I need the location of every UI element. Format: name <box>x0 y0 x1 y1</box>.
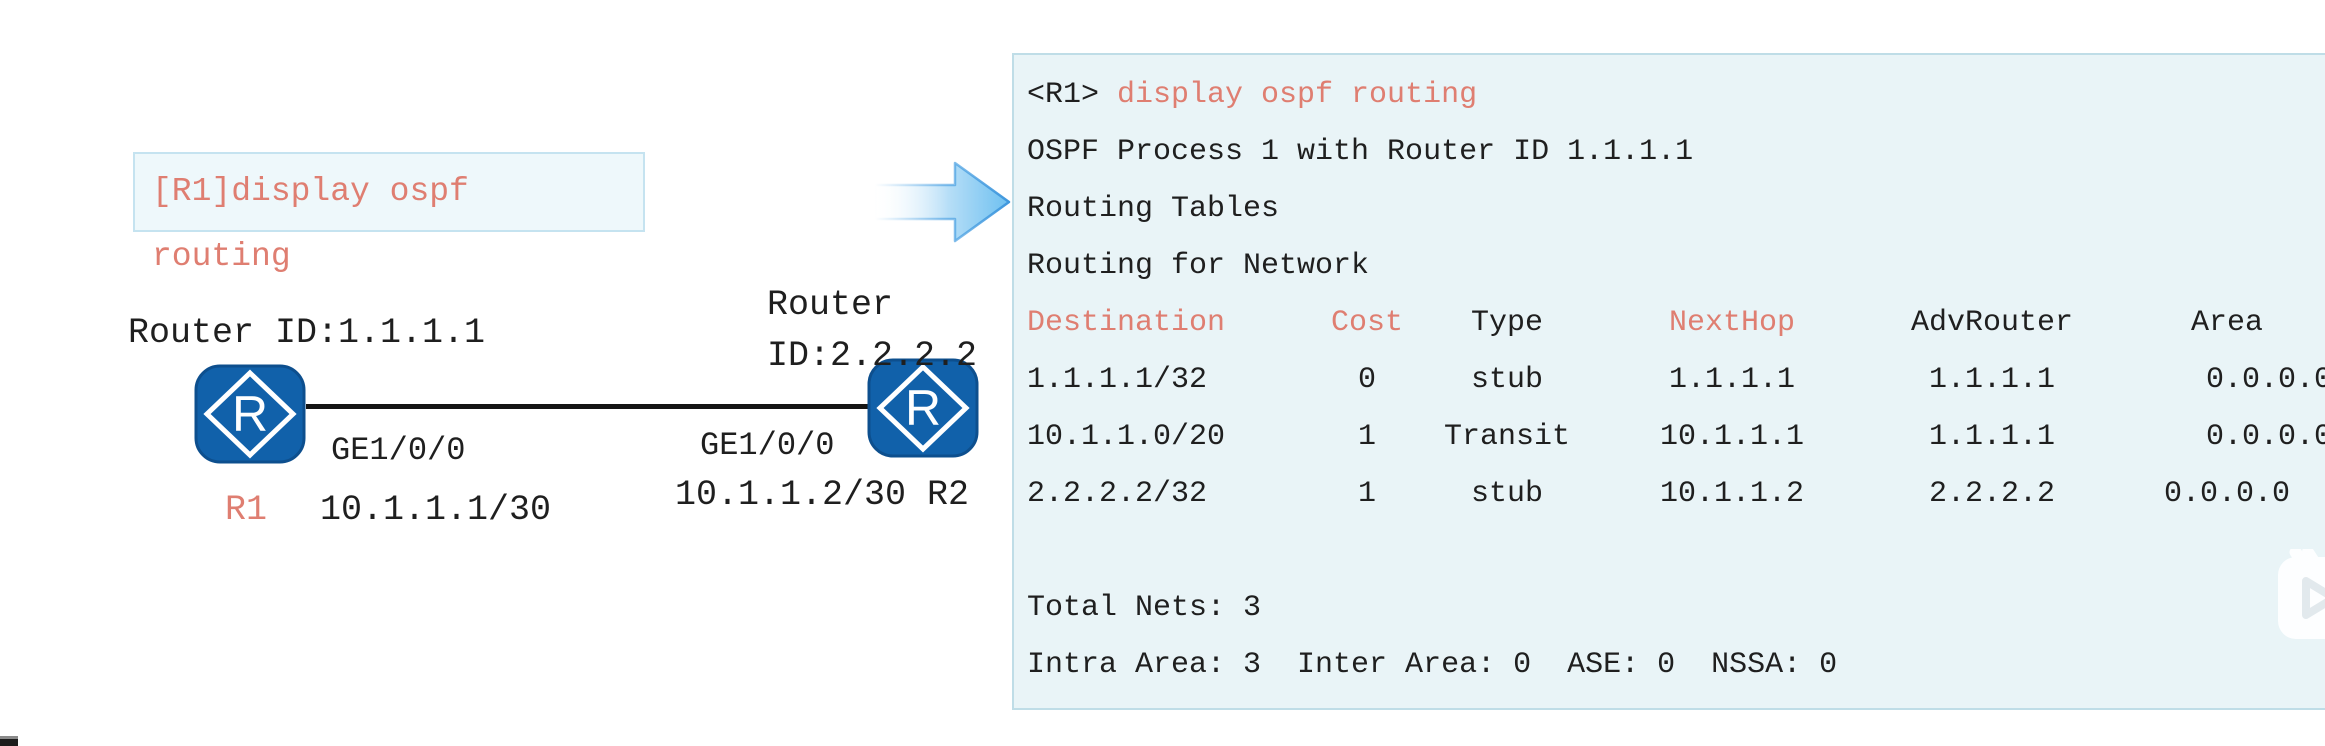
row2-destination: 10.1.1.0/20 <box>1027 420 1226 454</box>
routing-table-row: 2.2.2.2/32 1 stub 10.1.1.2 2.2.2.2 0.0.0… <box>1027 466 2325 523</box>
router-r1-icon: R <box>194 364 306 464</box>
r2-interface-label: GE1/0/0 <box>700 427 835 464</box>
console-panel: <R1> display ospf routing OSPF Process 1… <box>1012 53 2325 710</box>
r1-interface-label: GE1/0/0 <box>331 432 466 469</box>
row2-type: Transit <box>1443 420 1571 454</box>
corner-progress-mark <box>0 736 18 746</box>
r1-ip-label: 10.1.1.1/30 <box>320 490 552 530</box>
console-blank-line <box>1027 523 2325 580</box>
row2-nexthop: 10.1.1.1 <box>1659 420 1805 454</box>
console-total-nets-line: Total Nets: 3 <box>1027 591 1262 625</box>
console-command: display ospf routing <box>1117 78 1478 112</box>
r2-ip-and-name-label: 10.1.1.2/30 R2 <box>675 475 970 515</box>
routing-table-row: 10.1.1.0/20 1 Transit 10.1.1.1 1.1.1.1 0… <box>1027 409 2325 466</box>
svg-text:R: R <box>232 386 268 442</box>
header-type: Type <box>1470 306 1543 340</box>
row2-advrouter: 1.1.1.1 <box>1928 420 2056 454</box>
r2-router-id-label-line2: ID:2.2.2.2 <box>767 336 978 376</box>
svg-text:R: R <box>905 380 941 436</box>
row3-type: stub <box>1470 477 1543 511</box>
console-network-line: Routing for Network <box>1027 249 1370 283</box>
video-play-watermark-icon <box>2278 549 2325 639</box>
row1-advrouter: 1.1.1.1 <box>1928 363 2056 397</box>
row1-type: stub <box>1470 363 1543 397</box>
arrow-right-icon <box>873 161 1011 243</box>
console-tables-line: Routing Tables <box>1027 192 1280 226</box>
row1-nexthop: 1.1.1.1 <box>1668 363 1796 397</box>
row3-destination: 2.2.2.2/32 <box>1027 477 1208 511</box>
row3-cost: 1 <box>1357 477 1376 511</box>
row3-advrouter: 2.2.2.2 <box>1928 477 2056 511</box>
command-annotation-line2: routing <box>152 238 291 275</box>
header-area: Area <box>2190 306 2263 340</box>
header-nexthop: NextHop <box>1668 306 1796 340</box>
row3-area: 0.0.0.0 <box>2163 477 2291 511</box>
ethernet-link-line <box>306 404 869 409</box>
console-command-line: <R1> display ospf routing <box>1027 67 2325 124</box>
header-advrouter: AdvRouter <box>1910 306 2074 340</box>
console-prompt: <R1> <box>1027 78 1118 112</box>
r2-router-id-label-line1: Router <box>767 285 894 325</box>
command-annotation-box <box>133 152 645 232</box>
console-process-line: OSPF Process 1 with Router ID 1.1.1.1 <box>1027 135 1694 169</box>
routing-table-header-row: Destination Cost Type NextHop AdvRouter … <box>1027 295 2325 352</box>
router-r2-icon: R <box>867 358 979 458</box>
row1-cost: 0 <box>1357 363 1376 397</box>
r1-name-label: R1 <box>225 490 268 530</box>
row1-destination: 1.1.1.1/32 <box>1027 363 1208 397</box>
row2-cost: 1 <box>1357 420 1376 454</box>
row2-area: 0.0.0.0 <box>2205 420 2325 454</box>
command-annotation-line1: [R1]display ospf <box>152 173 469 210</box>
console-output: <R1> display ospf routing OSPF Process 1… <box>1027 67 2325 694</box>
row1-area: 0.0.0.0 <box>2205 363 2325 397</box>
routing-table-row: 1.1.1.1/32 0 stub 1.1.1.1 1.1.1.1 0.0.0.… <box>1027 352 2325 409</box>
header-cost: Cost <box>1330 306 1403 340</box>
header-destination: Destination <box>1027 306 1226 340</box>
row3-nexthop: 10.1.1.2 <box>1659 477 1805 511</box>
console-area-summary-line: Intra Area: 3 Inter Area: 0 ASE: 0 NSSA:… <box>1027 648 1838 682</box>
r1-router-id-label: Router ID:1.1.1.1 <box>128 313 486 353</box>
